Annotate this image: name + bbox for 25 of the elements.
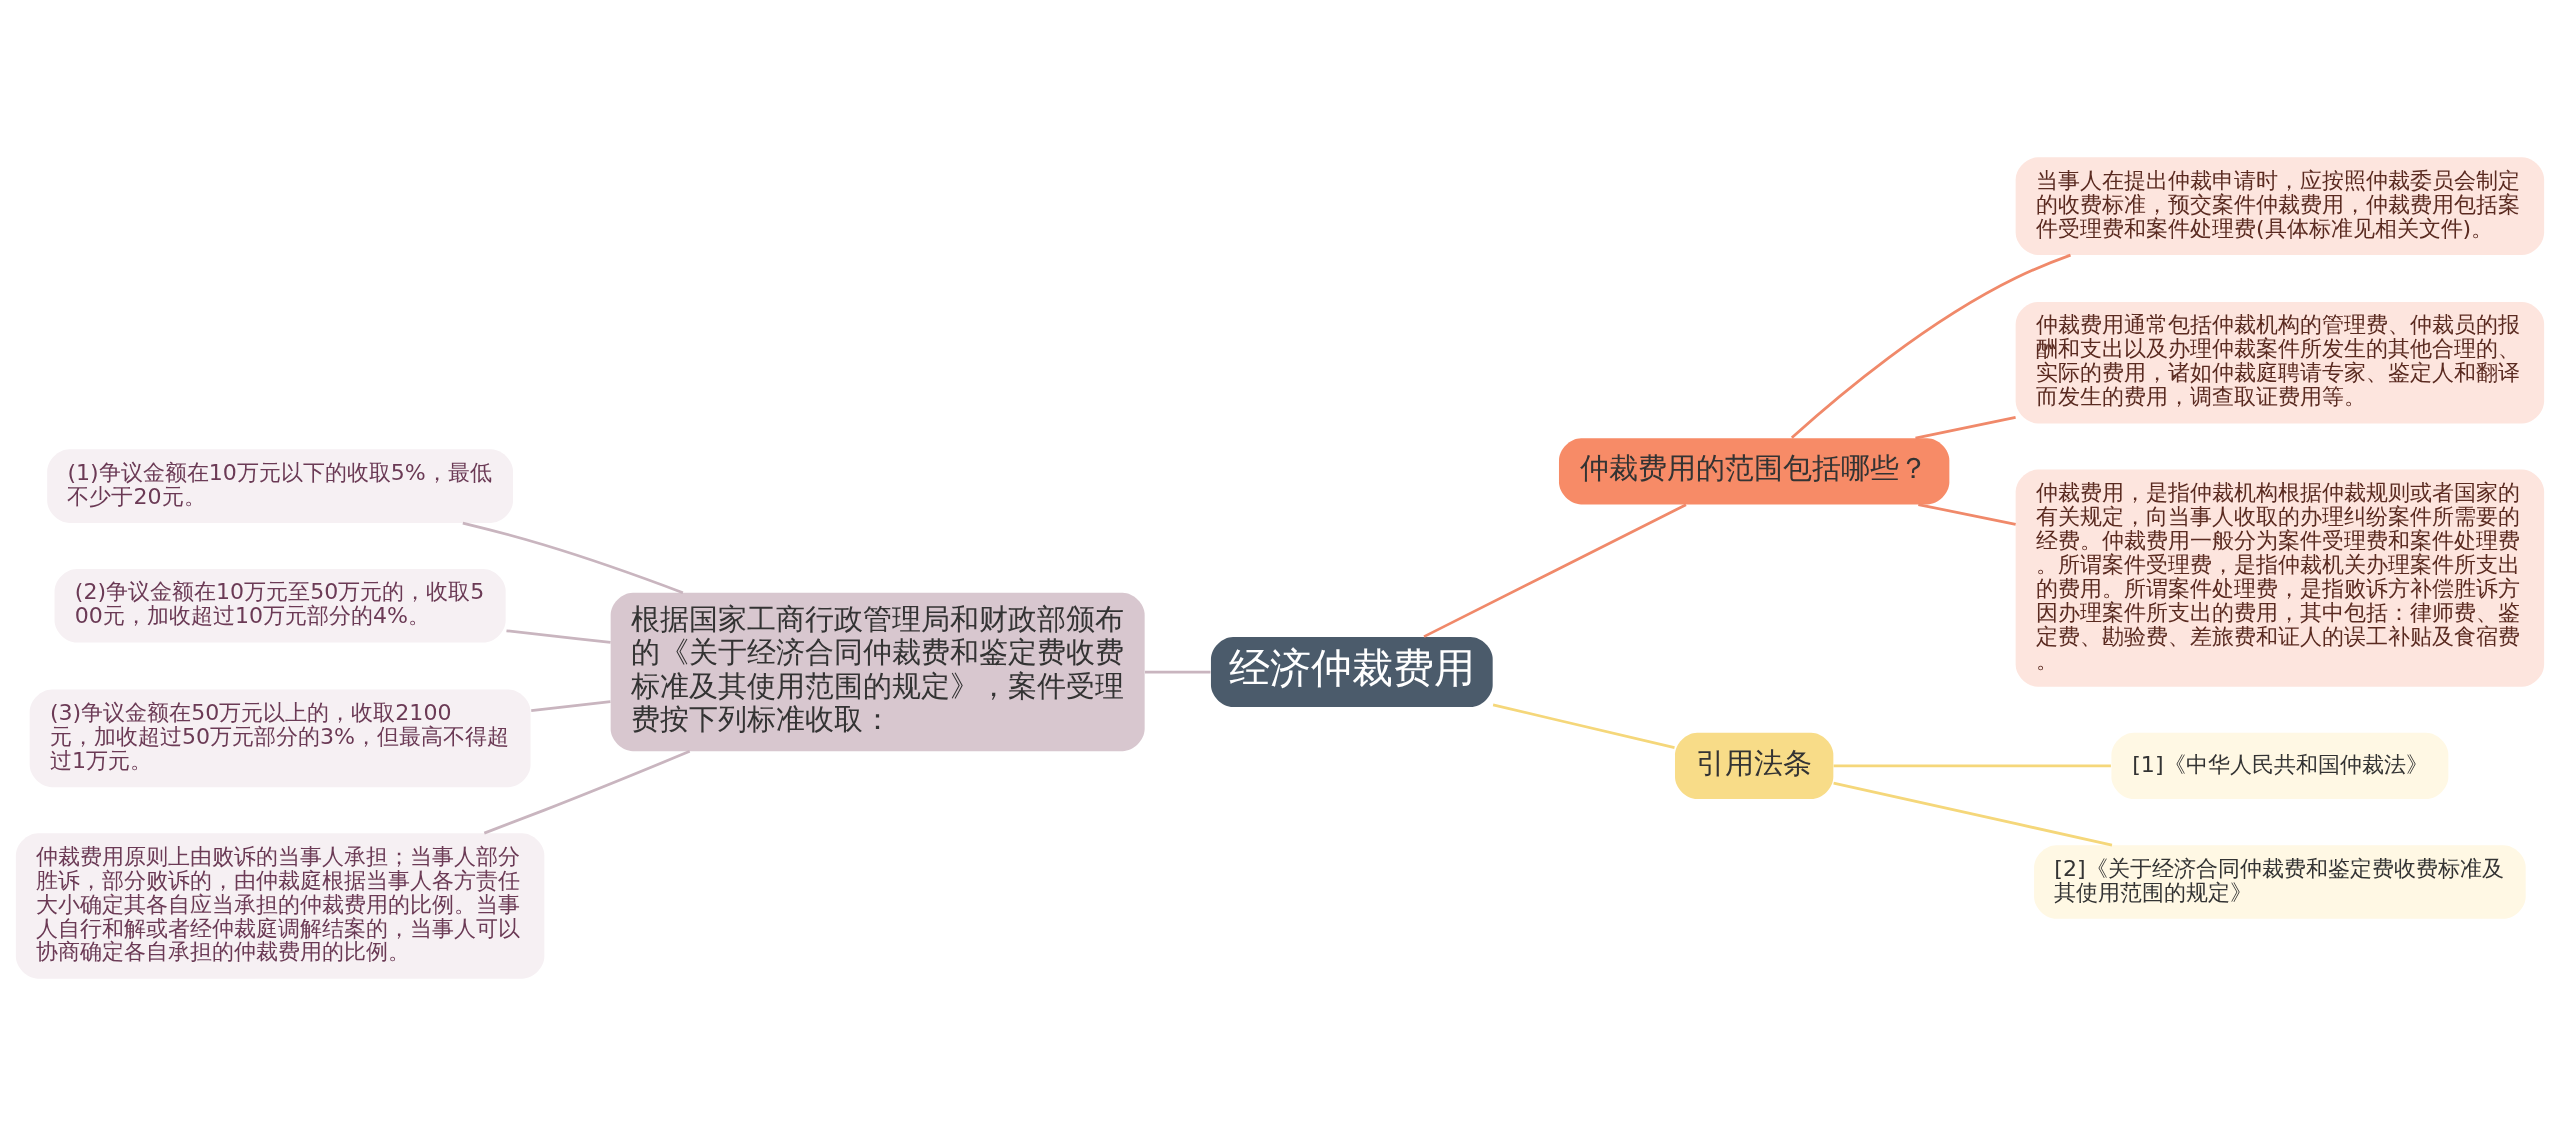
node-box: 引用法条 bbox=[1675, 732, 1834, 799]
connector bbox=[462, 521, 684, 594]
node-box: 仲裁费用通常包括仲裁机构的管理费、仲裁员的报酬和支出以及办理仲裁案件所发生的其他合理的、实际的费用，诸如仲裁庭聘请专家、鉴定人和翻译而发生的费用，调查取证费用等。 bbox=[2015, 301, 2545, 423]
connector bbox=[1492, 703, 1675, 749]
connector bbox=[531, 699, 611, 712]
connector bbox=[1833, 781, 2113, 846]
connector bbox=[1918, 502, 2016, 526]
node-box: 仲裁费用原则上由败诉的当事人承担；当事人部分胜诉，部分败诉的，由仲裁庭根据当事人各方责任大小确定其各自应当承担的仲裁费用的比例。当事人自行和解或者经仲裁庭调解结案的，当事人可以协商确定各自承担的仲裁费用的比例。 bbox=[15, 832, 545, 979]
node-box: 经济仲裁费用 bbox=[1210, 636, 1493, 707]
connector bbox=[1423, 503, 1687, 638]
node-box: 仲裁费用的范围包括哪些？ bbox=[1558, 437, 1950, 504]
connector bbox=[1790, 253, 2071, 439]
connector bbox=[506, 628, 611, 644]
connector bbox=[1915, 415, 2016, 439]
node-box: (1)争议金额在10万元以下的收取5%，最低不少于20元。 bbox=[47, 448, 514, 523]
node-box: (2)争议金额在10万元至50万元的，收取500元，加收超过10万元部分的4%。 bbox=[54, 568, 506, 643]
connector bbox=[1833, 764, 2111, 767]
node-box: 当事人在提出仲裁申请时，应按照仲裁委员会制定的收费标准，预交案件仲裁费用，仲裁费用包括案件受理费和案件处理费(具体标准见相关文件)。 bbox=[2015, 156, 2545, 255]
connector bbox=[1145, 670, 1211, 673]
node-box: [2]《关于经济合同仲裁费和鉴定费收费标准及其使用范围的规定》 bbox=[2034, 844, 2526, 919]
node-box: 根据国家工商行政管理局和财政部颁布的《关于经济合同仲裁费和鉴定费收费标准及其使用范围的规定》，案件受理费按下列标准收取： bbox=[610, 592, 1145, 751]
node-box: (3)争议金额在50万元以上的，收取2100元，加收超过50万元部分的3%，但最高不得超过1万元。 bbox=[29, 689, 531, 787]
connector bbox=[483, 749, 691, 834]
node-box: [1]《中华人民共和国仲裁法》 bbox=[2111, 732, 2449, 799]
node-box: 仲裁费用，是指仲裁机构根据仲裁规则或者国家的有关规定，向当事人收取的办理纠纷案件所需要的经费。仲裁费用一般分为案件受理费和案件处理费。所谓案件受理费，是指仲裁机关办理案件所支出的费用。所谓案件处理费，是指败诉方补偿胜诉方因办理案件所支出的费用，其中包括：律师费、鉴定费、勘验费、差旅费和证人的误工补贴及食宿费。 bbox=[2015, 469, 2545, 687]
